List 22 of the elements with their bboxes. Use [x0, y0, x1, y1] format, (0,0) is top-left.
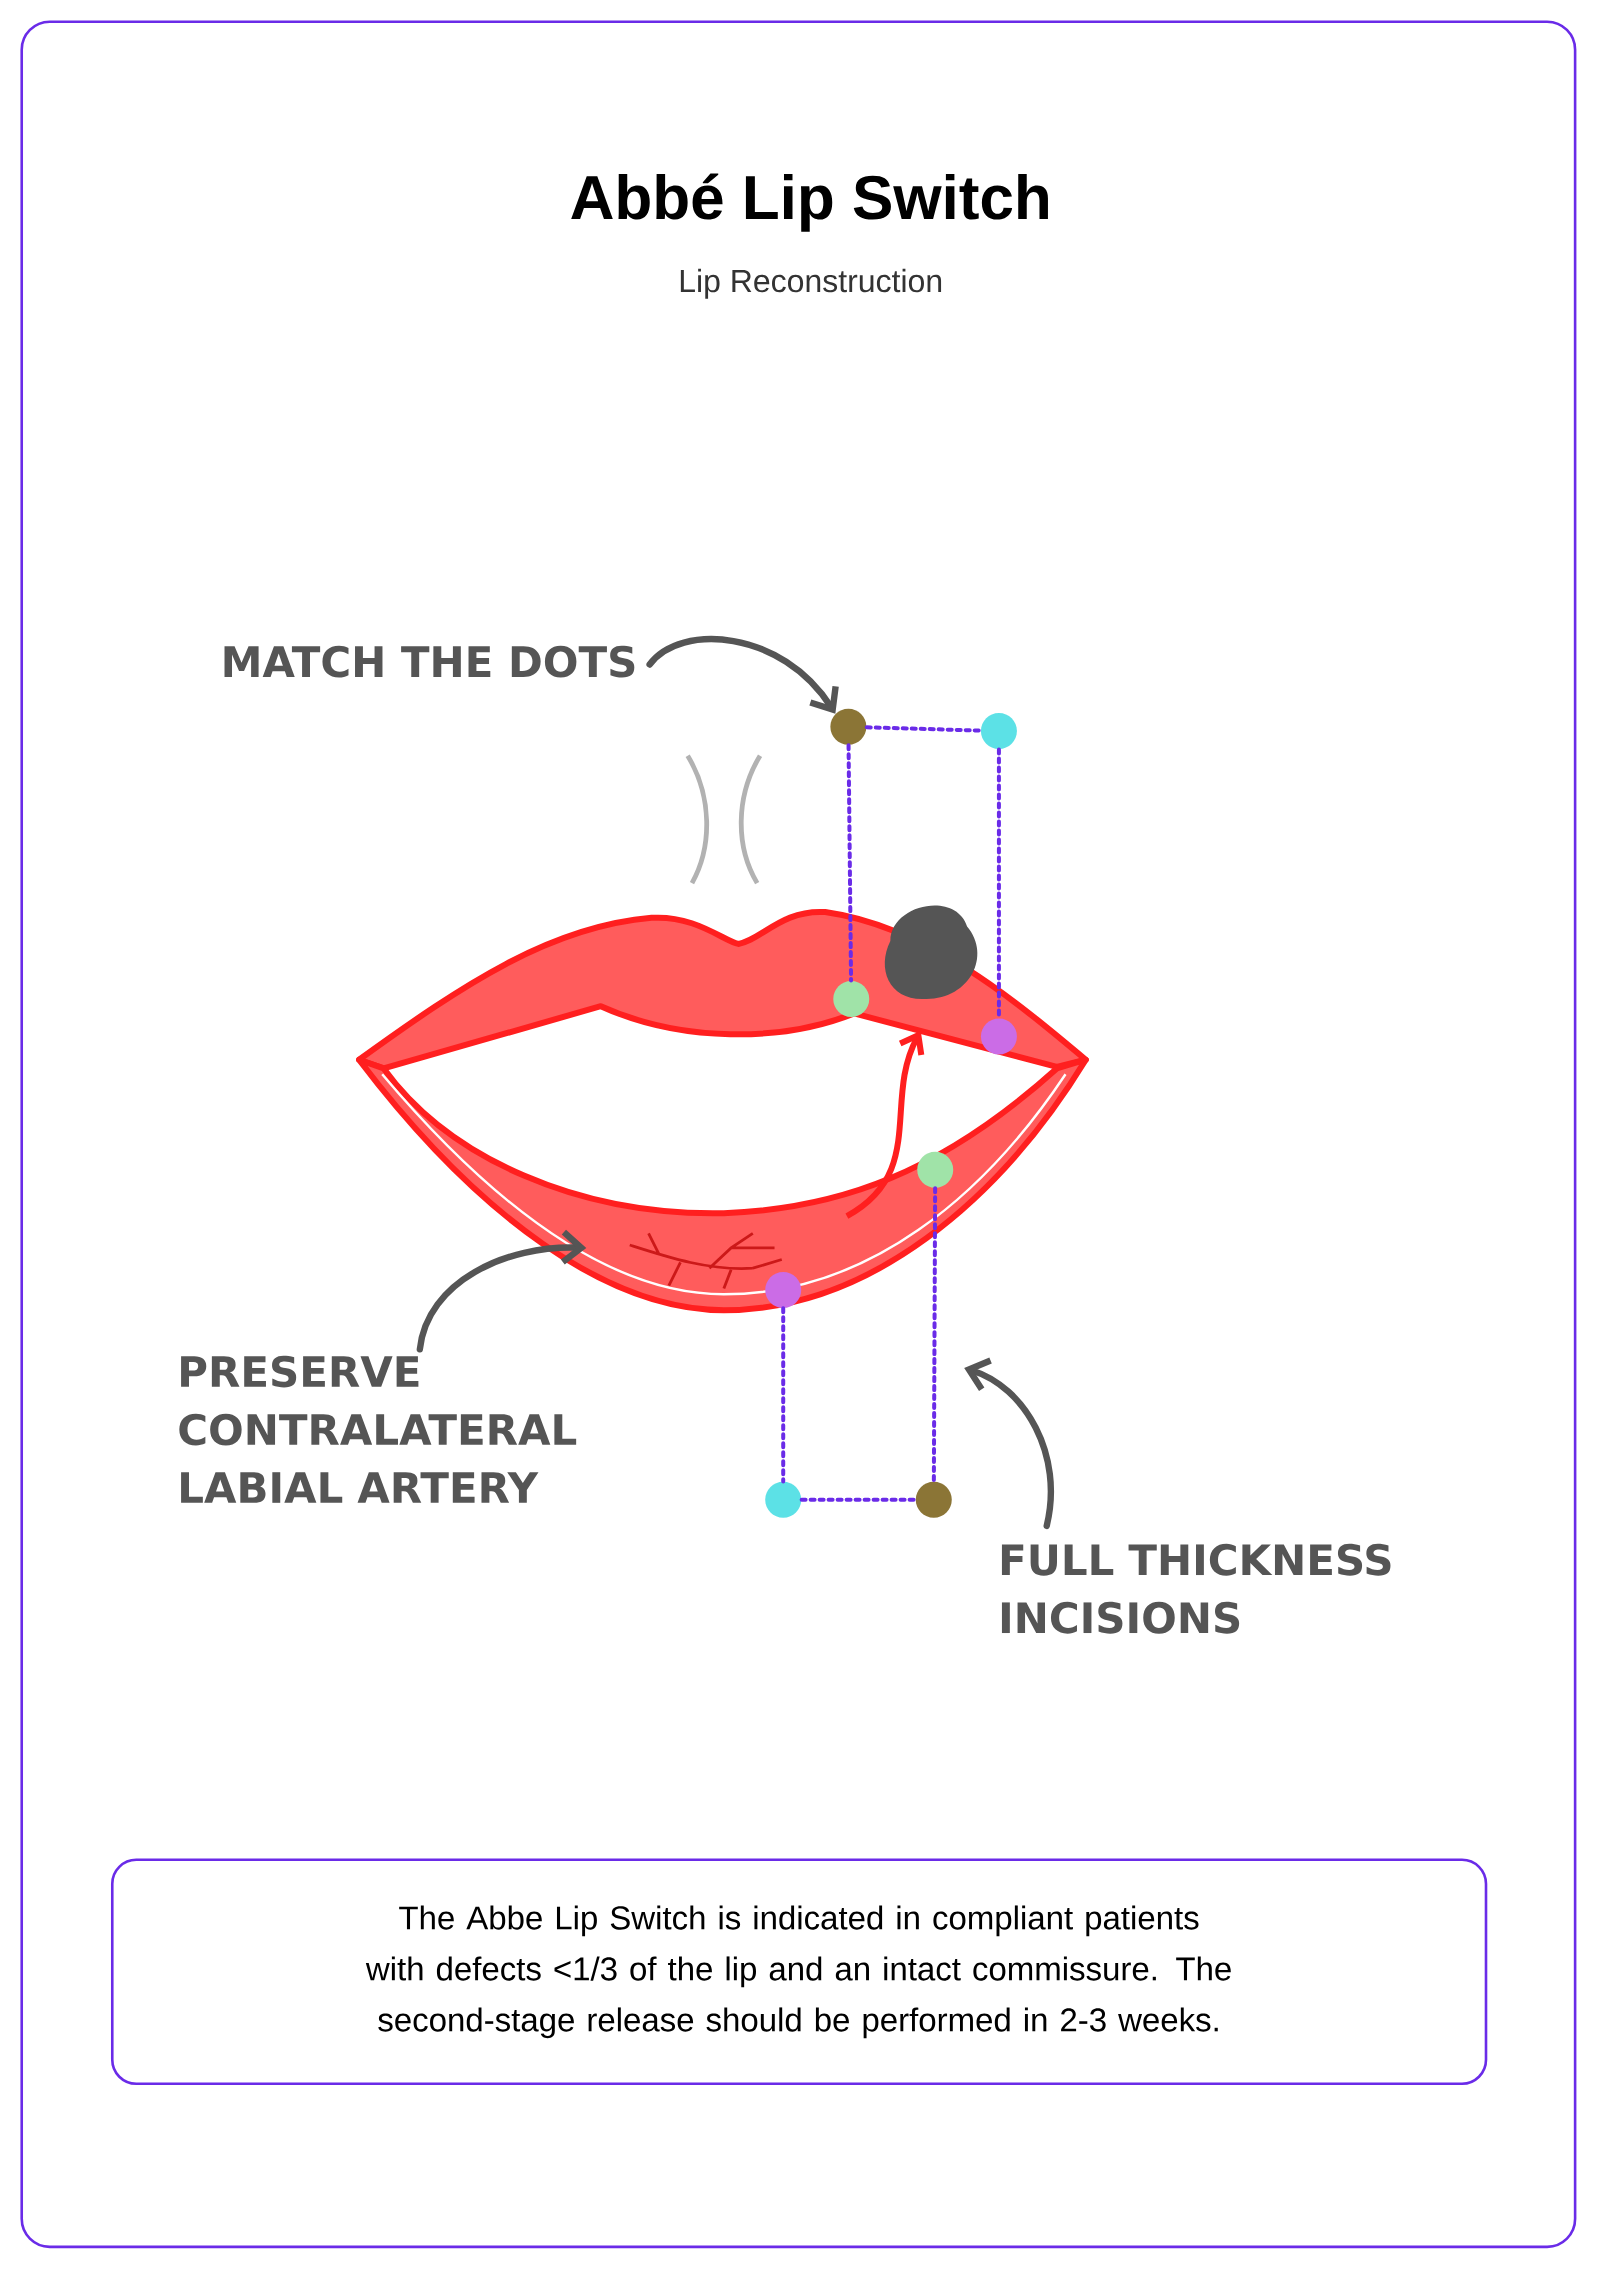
dot — [917, 1151, 954, 1188]
dotted-line — [799, 1497, 918, 1502]
dot — [833, 980, 870, 1017]
dot — [915, 1481, 952, 1518]
callout-text: PRESERVE CONTRALATERAL LABIAL ARTERY — [179, 1355, 577, 1503]
leader-arrow — [416, 1229, 587, 1353]
dotted-line — [846, 743, 854, 983]
leader-arrow — [646, 635, 839, 714]
dot — [765, 1481, 802, 1518]
dot — [830, 708, 867, 745]
callout-text: FULL THICKNESS INCISIONS — [1002, 1543, 1391, 1634]
note-box: The Abbe Lip Switch is indicated in compliant patients with defects <1/3 of the lip and an intact commissure. The second-stage release should be performed in 2-3 weeks. — [111, 1858, 1488, 2086]
title: Abbé Lip Switch — [571, 173, 1049, 232]
leader-arrow — [964, 1357, 1055, 1530]
dot — [981, 713, 1018, 750]
dotted-line — [781, 1306, 786, 1484]
subtitle: Lip Reconstruction — [681, 268, 942, 299]
dot — [981, 1018, 1018, 1055]
callout-text: MATCH THE DOTS — [224, 645, 635, 678]
dotted-line — [864, 725, 983, 733]
dotted-line — [932, 1186, 938, 1484]
dot — [765, 1271, 802, 1308]
